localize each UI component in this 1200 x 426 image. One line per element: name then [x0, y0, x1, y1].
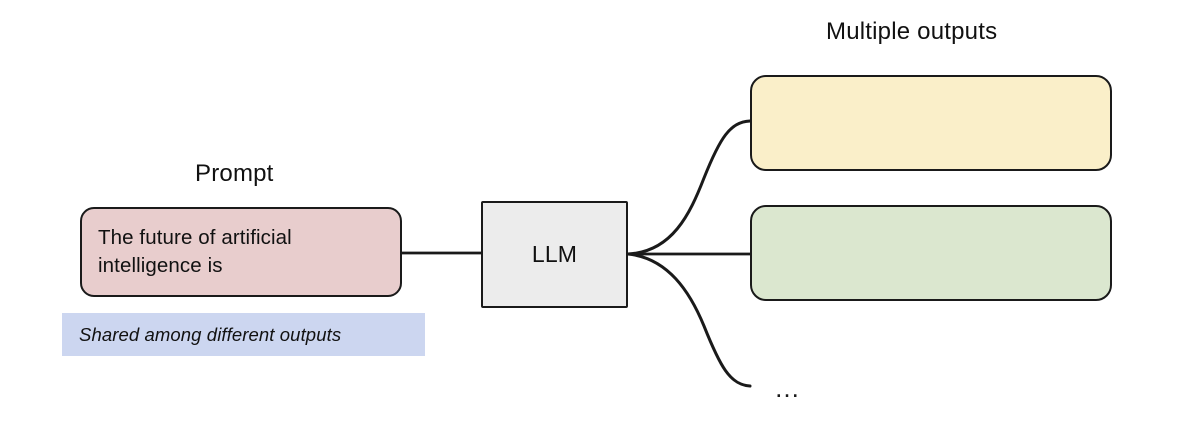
- edge-llm-to-more-outputs: [626, 252, 752, 388]
- shared-note-text: Shared among different outputs: [79, 323, 342, 345]
- shared-note-band: Shared among different outputs: [62, 313, 425, 356]
- output-box-1[interactable]: [750, 75, 1112, 171]
- outputs-title: Multiple outputs: [826, 18, 998, 45]
- llm-label: LLM: [531, 241, 578, 267]
- prompt-box[interactable]: The future of artificial intelligence is: [80, 207, 402, 297]
- output-box-2[interactable]: [750, 205, 1112, 301]
- more-outputs-ellipsis: …: [774, 373, 802, 403]
- prompt-title: Prompt: [195, 160, 274, 187]
- prompt-text: The future of artificial intelligence is: [98, 226, 292, 277]
- llm-box[interactable]: LLM: [481, 201, 628, 308]
- edge-llm-to-output-1: [626, 119, 752, 256]
